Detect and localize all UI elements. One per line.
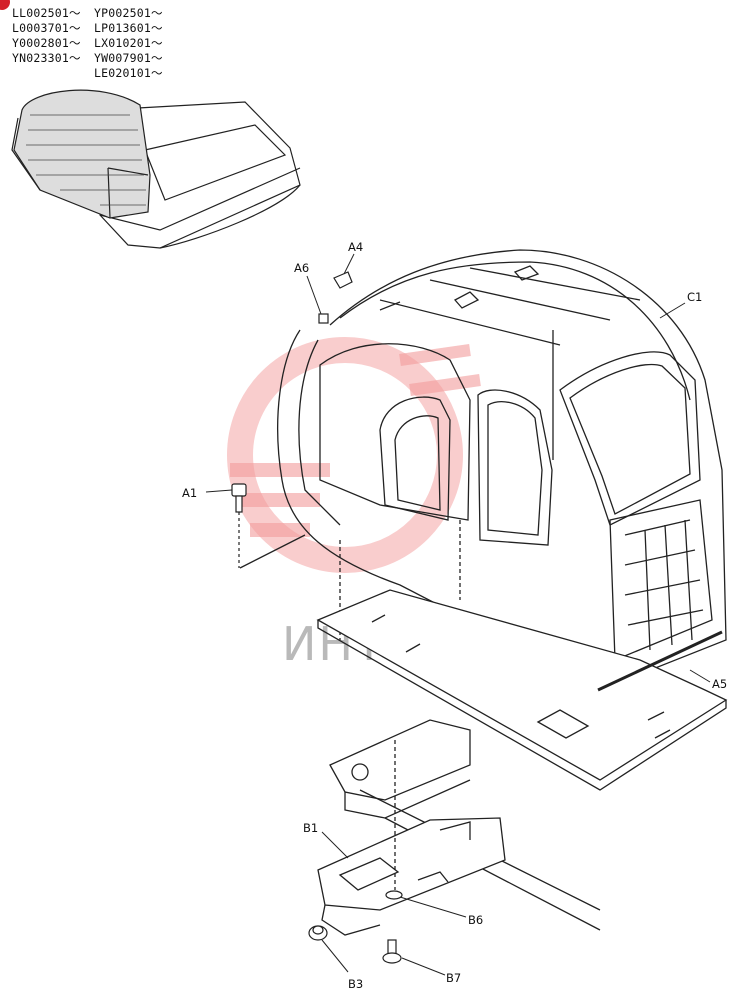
serial-number: LE020101～ <box>94 66 163 80</box>
label-b3: B3 <box>348 977 363 991</box>
label-b1: B1 <box>303 821 318 835</box>
label-c1: C1 <box>687 290 702 304</box>
leader-lines <box>205 253 711 976</box>
serial-number: LL002501～ <box>12 6 81 20</box>
clip-a4 <box>333 271 353 289</box>
serial-row: LE020101～ <box>12 66 163 81</box>
serial-row: L0003701～ LP013601～ <box>12 21 163 36</box>
nut-b3 <box>308 925 328 941</box>
label-b7: B7 <box>446 971 461 985</box>
label-a6: A6 <box>294 261 309 275</box>
washer-b6 <box>385 890 403 900</box>
watermark-logo <box>227 337 481 573</box>
serial-number: L0003701～ <box>12 21 81 35</box>
label-a4: A4 <box>348 240 363 254</box>
seat-illustration <box>11 89 301 249</box>
label-a1: A1 <box>182 486 197 500</box>
label-b6: B6 <box>468 913 483 927</box>
serial-row: LL002501～ YP002501～ <box>12 6 163 21</box>
serial-number: YW007901～ <box>94 51 163 65</box>
label-a5: A5 <box>712 677 727 691</box>
floor-plate <box>316 589 728 791</box>
corner-badge <box>0 0 10 10</box>
cab-assembly <box>239 249 727 691</box>
serial-number: YP002501～ <box>94 6 163 20</box>
serial-row: YN023301～ YW007901～ <box>12 51 163 66</box>
serial-number: YN023301～ <box>12 51 81 65</box>
bracket-assembly <box>317 719 601 936</box>
bolt-a1 <box>231 483 247 568</box>
serial-row: Y0002801～ LX010201～ <box>12 36 163 51</box>
serial-number-list: LL002501～ YP002501～ L0003701～ LP013601～ … <box>12 6 163 81</box>
serial-number: Y0002801～ <box>12 36 81 50</box>
serial-number: LP013601～ <box>94 21 163 35</box>
bolt-b7 <box>382 939 402 964</box>
serial-number: LX010201～ <box>94 36 163 50</box>
plug-a6 <box>318 313 329 324</box>
